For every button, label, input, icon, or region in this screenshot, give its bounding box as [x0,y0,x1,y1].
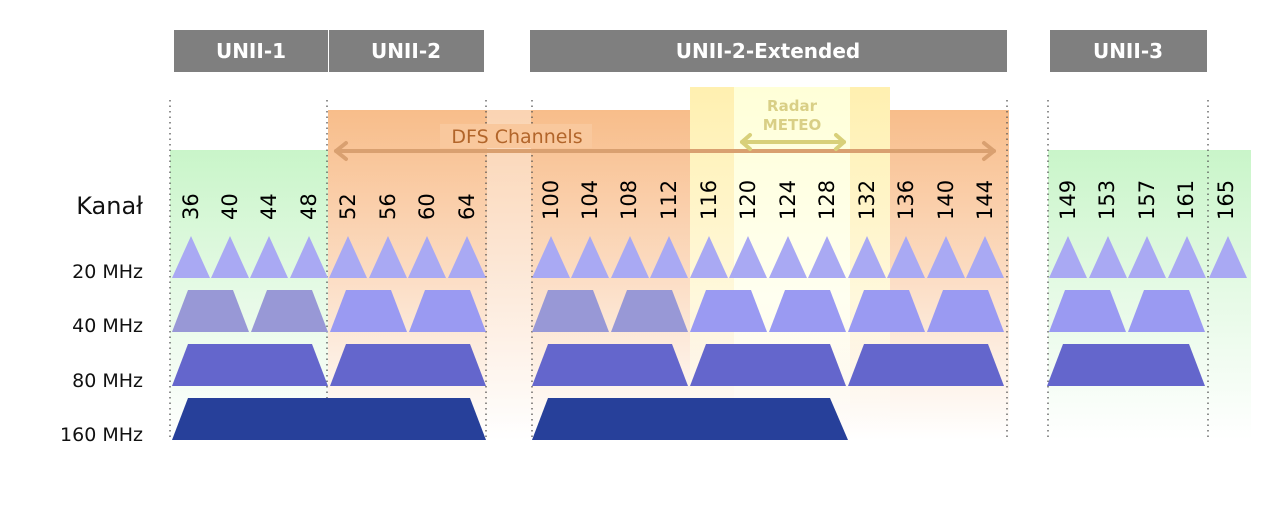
band-header-unii-2-extended [530,30,1007,72]
channel-label: 104 [578,180,602,220]
channel-label: 132 [855,180,879,220]
band-label-unii-3: UNII-3 [1093,39,1163,63]
row-40mhz [172,290,1205,332]
channel-20mhz-block [329,236,367,278]
channel-20mhz-block [1209,236,1247,278]
channel-40mhz-block [330,290,407,332]
channel-20mhz-block [650,236,688,278]
channel-40mhz-block [532,290,609,332]
channel-label: 100 [539,180,563,220]
channel-20mhz-block [448,236,486,278]
channel-20mhz-block [408,236,446,278]
channel-label: 64 [455,193,479,220]
channel-20mhz-block [1089,236,1127,278]
band-header-unii-1 [174,30,328,72]
band-header-unii-2 [329,30,484,72]
dfs-arrow [334,141,996,161]
row-20mhz [172,236,1247,278]
channel-label: 116 [697,180,721,220]
channel-label: 161 [1174,180,1198,220]
channel-label: 136 [894,180,918,220]
radar-label-line2: METEO [763,116,821,134]
channel-40mhz-block [409,290,486,332]
channel-40mhz-block [927,290,1004,332]
radar-arrow [740,133,846,151]
channel-label: 112 [657,180,681,220]
radar-label-line1: Radar [767,97,818,115]
band-label-unii-2-extended: UNII-2-Extended [676,39,861,63]
channel-20mhz-block [848,236,886,278]
channel-20mhz-block [927,236,965,278]
channel-40mhz-block [1049,290,1126,332]
channel-label: 120 [736,180,760,220]
channel-80mhz-block [532,344,688,386]
channel-80mhz-block [848,344,1004,386]
channel-label: 36 [179,193,203,220]
row-160mhz [172,398,848,440]
channel-40mhz-block [848,290,925,332]
channel-label: 108 [617,180,641,220]
channel-label: 56 [376,193,400,220]
channel-20mhz-block [966,236,1004,278]
band-label-unii-2: UNII-2 [371,39,441,63]
channel-80mhz-block [172,344,328,386]
channel-40mhz-block [172,290,249,332]
channel-label: 157 [1135,180,1159,220]
channel-20mhz-block [211,236,249,278]
channel-label: 128 [815,180,839,220]
channel-40mhz-block [1128,290,1205,332]
row-label-80mhz: 80 MHz [72,370,143,392]
channel-40mhz-block [769,290,846,332]
channel-20mhz-block [1049,236,1087,278]
channel-label: 60 [415,193,439,220]
channel-20mhz-block [769,236,807,278]
channel-label: 48 [297,193,321,220]
channel-20mhz-block [1128,236,1166,278]
channel-labels: 36 40 44 48 52 56 60 64 100 104 108 112 … [179,180,1238,220]
channel-20mhz-block [250,236,288,278]
kanal-label: Kanał [76,192,143,220]
row-label-160mhz: 160 MHz [60,424,143,446]
band-header-unii-3 [1050,30,1207,72]
channel-label: 153 [1095,180,1119,220]
channel-label: 149 [1056,180,1080,220]
gap-zone [487,110,531,440]
channel-label: 124 [776,180,800,220]
channel-80mhz-block [690,344,846,386]
channel-label: 165 [1214,180,1238,220]
channel-20mhz-block [611,236,649,278]
channel-40mhz-block [690,290,767,332]
channel-20mhz-block [690,236,728,278]
channel-label: 44 [257,193,281,220]
channel-20mhz-block [532,236,570,278]
channel-160mhz-block [532,398,848,440]
band-headers: UNII-1 UNII-2 UNII-2-Extended UNII-3 [174,30,1207,72]
row-80mhz [172,344,1205,386]
channel-label: 52 [336,193,360,220]
channel-20mhz-block [1168,236,1206,278]
channel-40mhz-block [251,290,328,332]
row-label-20mhz: 20 MHz [72,261,143,283]
band-label-unii-1: UNII-1 [216,39,286,63]
row-label-40mhz: 40 MHz [72,315,143,337]
channel-20mhz-block [571,236,609,278]
channel-20mhz-block [290,236,328,278]
channel-label: 140 [934,180,958,220]
dfs-label-background [440,124,592,148]
channel-40mhz-block [611,290,688,332]
channel-80mhz-block [1047,344,1205,386]
channel-label: 40 [218,193,242,220]
channel-80mhz-block [330,344,486,386]
channel-20mhz-block [887,236,925,278]
channel-160mhz-block [172,398,486,440]
dfs-channels-label: DFS Channels [451,126,582,148]
channel-20mhz-block [808,236,846,278]
channel-label: 144 [973,180,997,220]
channel-20mhz-block [369,236,407,278]
channel-20mhz-block [172,236,210,278]
channel-20mhz-block [729,236,767,278]
